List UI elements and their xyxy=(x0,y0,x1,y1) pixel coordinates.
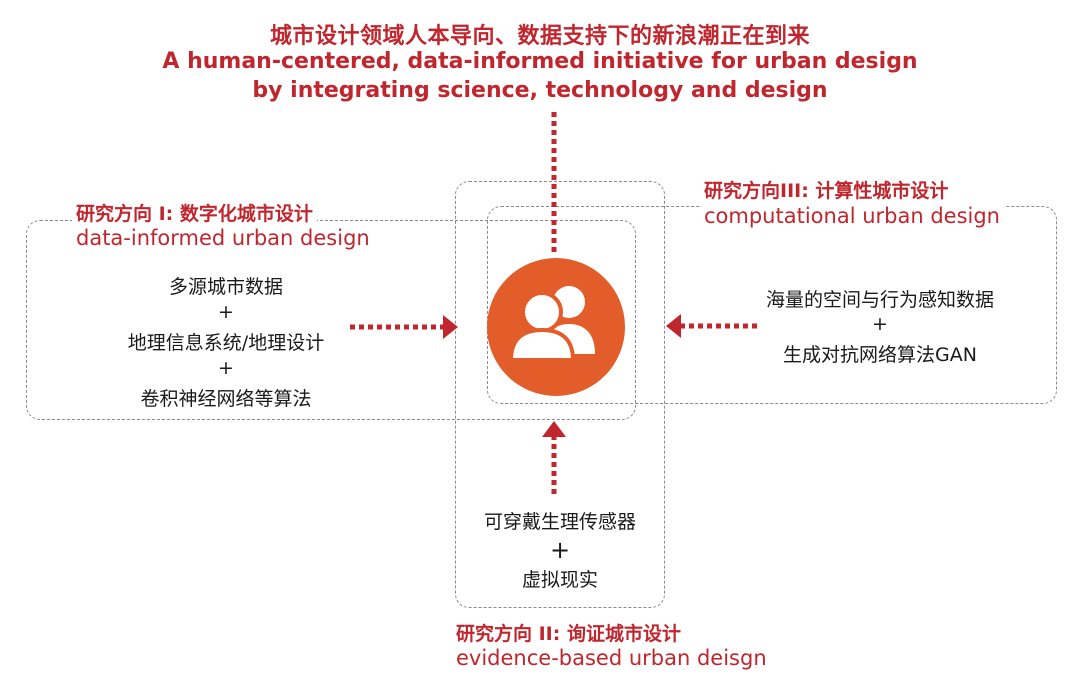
people-icon-glyph xyxy=(508,286,595,362)
bottom-arrow-head xyxy=(542,421,566,437)
direction1-item-1: 多源城市数据 xyxy=(168,276,283,298)
title-chinese: 城市设计领域人本导向、数据支持下的新浪潮正在到来 xyxy=(269,24,810,49)
direction2-box xyxy=(455,181,665,608)
direction1-item-2: + xyxy=(218,301,234,323)
direction1-item-3: 地理信息系统/地理设计 xyxy=(127,332,325,354)
direction1-item-4: + xyxy=(218,357,234,379)
people-icon xyxy=(487,258,625,396)
direction3-item-2: + xyxy=(872,313,888,335)
title-english-line1: A human-centered, data-informed initiati… xyxy=(162,49,918,74)
direction1-subtitle: data-informed urban design xyxy=(72,226,374,250)
direction2-item-3: 虚拟现实 xyxy=(521,569,598,591)
direction2-item-2: + xyxy=(549,536,571,564)
direction1-item-5: 卷积神经网络等算法 xyxy=(140,388,312,410)
direction3-subtitle: computational urban design xyxy=(700,204,1004,228)
right-arrow-head xyxy=(666,314,681,338)
direction2-title: 研究方向 II: 询证城市设计 xyxy=(452,619,685,646)
direction2-item-1: 可穿戴生理传感器 xyxy=(483,511,636,533)
left-arrow-head xyxy=(443,315,458,339)
direction3-title: 研究方向III: 计算性城市设计 xyxy=(700,176,953,203)
direction2-subtitle: evidence-based urban deisgn xyxy=(452,646,771,670)
direction1-title: 研究方向 I: 数字化城市设计 xyxy=(72,199,317,226)
direction1-box xyxy=(26,220,636,420)
direction3-item-3: 生成对抗网络算法GAN xyxy=(783,344,977,366)
title-english-line2: by integrating science, technology and d… xyxy=(252,78,828,103)
direction3-item-1: 海量的空间与行为感知数据 xyxy=(765,289,994,311)
